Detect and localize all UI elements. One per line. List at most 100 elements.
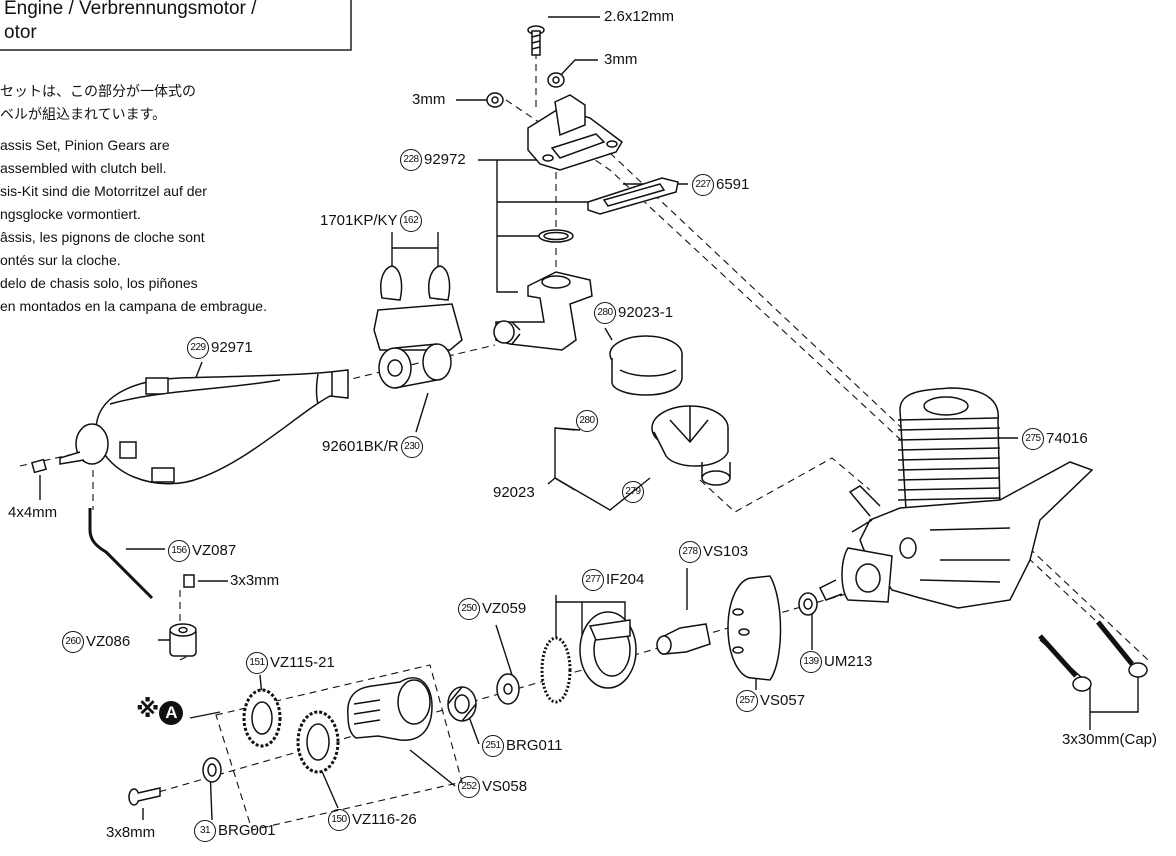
- part-number-badge: 139: [800, 651, 822, 673]
- part-number-badge: 278: [679, 541, 701, 563]
- manifold-flange-part: [527, 94, 623, 171]
- part-number-badge: 162: [399, 210, 422, 232]
- part-label-cap-screw-3x30: 3x30mm(Cap): [1062, 731, 1158, 748]
- note-line: delo de chasis solo, los piñones: [0, 275, 198, 291]
- bearing-part: [447, 686, 477, 722]
- clutch-shoe-part: [579, 611, 637, 689]
- part-label-set-screw-3x3: 3x3mm: [230, 572, 280, 589]
- part-label-screw-3x8: 3x8mm: [106, 824, 156, 841]
- part-number-badge: 280: [576, 410, 598, 432]
- part-number-badge: 279: [622, 481, 644, 503]
- part-label-nut-3mm: 3mm: [412, 91, 446, 108]
- section-title-line-2: otor: [4, 22, 37, 43]
- engine-part: [818, 387, 1094, 609]
- part-number-badge: 31: [194, 820, 216, 842]
- air-filter-foam-part: [609, 335, 683, 396]
- note-line: セットは、この部分が一体式の: [0, 84, 196, 100]
- part-number-badge: 251: [482, 735, 504, 757]
- nut-3mm-part: [486, 92, 504, 108]
- assembly-axis: [329, 344, 496, 385]
- group-letter-badge: A: [159, 701, 184, 726]
- header-box: [0, 0, 352, 51]
- part-number-badge: 230: [400, 436, 423, 458]
- leader-line: [495, 624, 513, 676]
- part-label-screw-2-6x12: 2.6x12mm: [604, 8, 675, 25]
- screw-2-6x12-part: [527, 25, 545, 56]
- part-number-badge: 227: [692, 174, 714, 196]
- washer-part: [496, 673, 520, 705]
- leader-line: [415, 392, 429, 433]
- reference-mark: ※: [136, 695, 160, 723]
- clutch-bell-part: [347, 677, 433, 741]
- part-number-badge: 229: [187, 337, 209, 359]
- part-number-badge: 150: [328, 809, 350, 831]
- part-number-badge: 250: [458, 598, 480, 620]
- set-screw-4x4-part: [30, 458, 48, 474]
- part-number-badge: 151: [246, 652, 268, 674]
- gasket-part: [587, 177, 679, 215]
- nut-3mm-part: [547, 72, 565, 88]
- leader-line: [496, 160, 518, 293]
- note-line: ベルが組込まれています。: [0, 107, 167, 123]
- part-label-set-screw-4x4: 4x4mm: [8, 504, 58, 521]
- part-number-badge: 252: [458, 776, 480, 798]
- part-label-280: 280: [574, 410, 600, 432]
- assembly-axis: [699, 457, 871, 513]
- leader-line: [189, 711, 221, 719]
- flywheel-part: [727, 575, 782, 681]
- note-line: ontés sur la cloche.: [0, 252, 121, 268]
- part-number-badge: 275: [1022, 428, 1044, 450]
- pinion-gear-part: [242, 688, 282, 748]
- leader-line: [555, 595, 626, 640]
- part-label-279: 279: [620, 481, 646, 503]
- part-number-badge: 277: [582, 569, 604, 591]
- leader-line: [409, 749, 456, 787]
- part-number-badge: 156: [168, 540, 190, 562]
- air-filter-housing-part: [651, 405, 731, 486]
- part-number-badge: 228: [400, 149, 422, 171]
- group-marker-a: ※A: [136, 697, 184, 726]
- assembly-axis: [92, 470, 181, 626]
- part-label-air-filter-set: 92023: [493, 484, 535, 501]
- clutch-nut-part: [656, 623, 711, 655]
- collar-part: [798, 592, 818, 616]
- note-line: sis-Kit sind die Motorritzel auf der: [0, 183, 207, 199]
- clutch-spring-part: [540, 636, 572, 704]
- leader-line: [557, 59, 598, 79]
- note-line: assembled with clutch bell.: [0, 160, 167, 176]
- leader-line: [604, 327, 613, 341]
- cap-screw-3x30-part: [1038, 634, 1092, 692]
- manifold-elbow-part: [493, 271, 593, 351]
- hex-wrench-part: [88, 508, 154, 600]
- set-screw-3x3-part: [183, 574, 195, 588]
- note-line: âssis, les pignons de cloche sont: [0, 229, 205, 245]
- screw-3x8-part: [128, 787, 161, 806]
- part-label-nut-3mm: 3mm: [604, 51, 638, 68]
- pipe-mount-part: [373, 265, 463, 389]
- cap-screw-3x30-part: [1096, 620, 1148, 678]
- leader-line: [547, 477, 556, 485]
- bearing-part: [202, 757, 222, 783]
- note-line: en montados en la campana de embrague.: [0, 298, 267, 314]
- part-number-badge: 260: [62, 631, 84, 653]
